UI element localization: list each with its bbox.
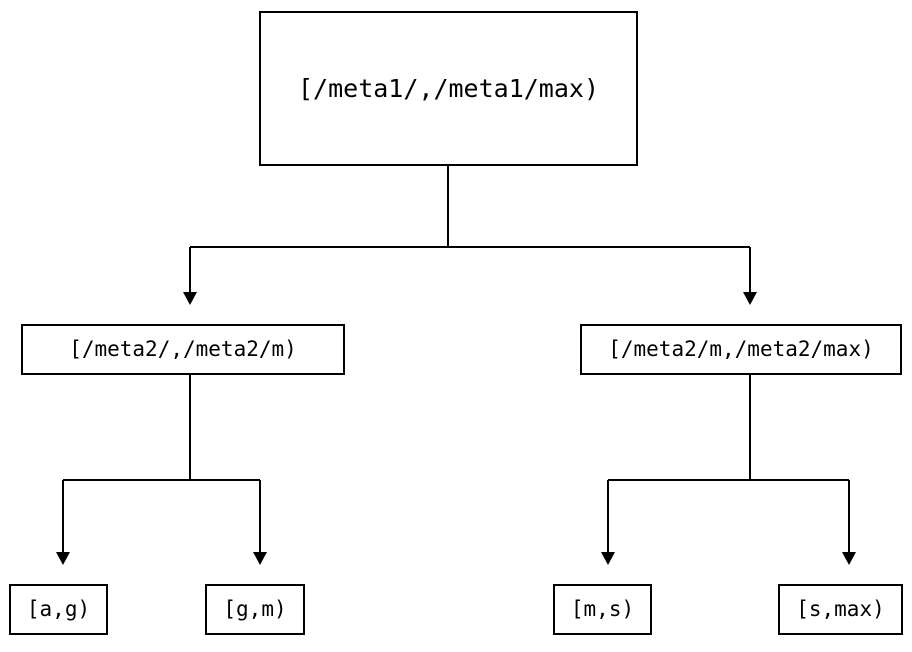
tree-node-leaf-2-label: [g,m) <box>223 597 287 621</box>
tree-node-leaf-4[interactable]: [s,max) <box>778 584 903 635</box>
tree-node-leaf-3[interactable]: [m,s) <box>553 584 652 635</box>
tree-node-leaf-3-label: [m,s) <box>570 597 635 621</box>
edge-root-to-mid-group <box>189 166 751 293</box>
edge-mid-left-to-leaves-group <box>62 375 261 553</box>
tree-node-root-label: [/meta1/,/meta1/max) <box>297 74 600 103</box>
tree-node-leaf-1[interactable]: [a,g) <box>9 584 108 635</box>
tree-node-leaf-4-label: [s,max) <box>796 597 885 621</box>
tree-node-mid-left[interactable]: [/meta2/,/meta2/m) <box>21 324 345 375</box>
tree-node-mid-left-label: [/meta2/,/meta2/m) <box>69 337 297 361</box>
arrowhead-to-mid-left <box>183 292 197 305</box>
arrowhead-to-leaf-4 <box>842 552 856 565</box>
arrowhead-to-mid-right <box>743 292 757 305</box>
tree-node-leaf-2[interactable]: [g,m) <box>205 584 305 635</box>
arrowhead-to-leaf-3 <box>601 552 615 565</box>
arrowhead-to-leaf-2 <box>253 552 267 565</box>
tree-node-mid-right[interactable]: [/meta2/m,/meta2/max) <box>580 324 902 375</box>
edge-mid-right-to-leaves-group <box>607 375 850 553</box>
tree-node-mid-right-label: [/meta2/m,/meta2/max) <box>608 337 874 361</box>
arrowhead-to-leaf-1 <box>56 552 70 565</box>
tree-node-root[interactable]: [/meta1/,/meta1/max) <box>259 11 638 166</box>
tree-node-leaf-1-label: [a,g) <box>26 597 91 621</box>
